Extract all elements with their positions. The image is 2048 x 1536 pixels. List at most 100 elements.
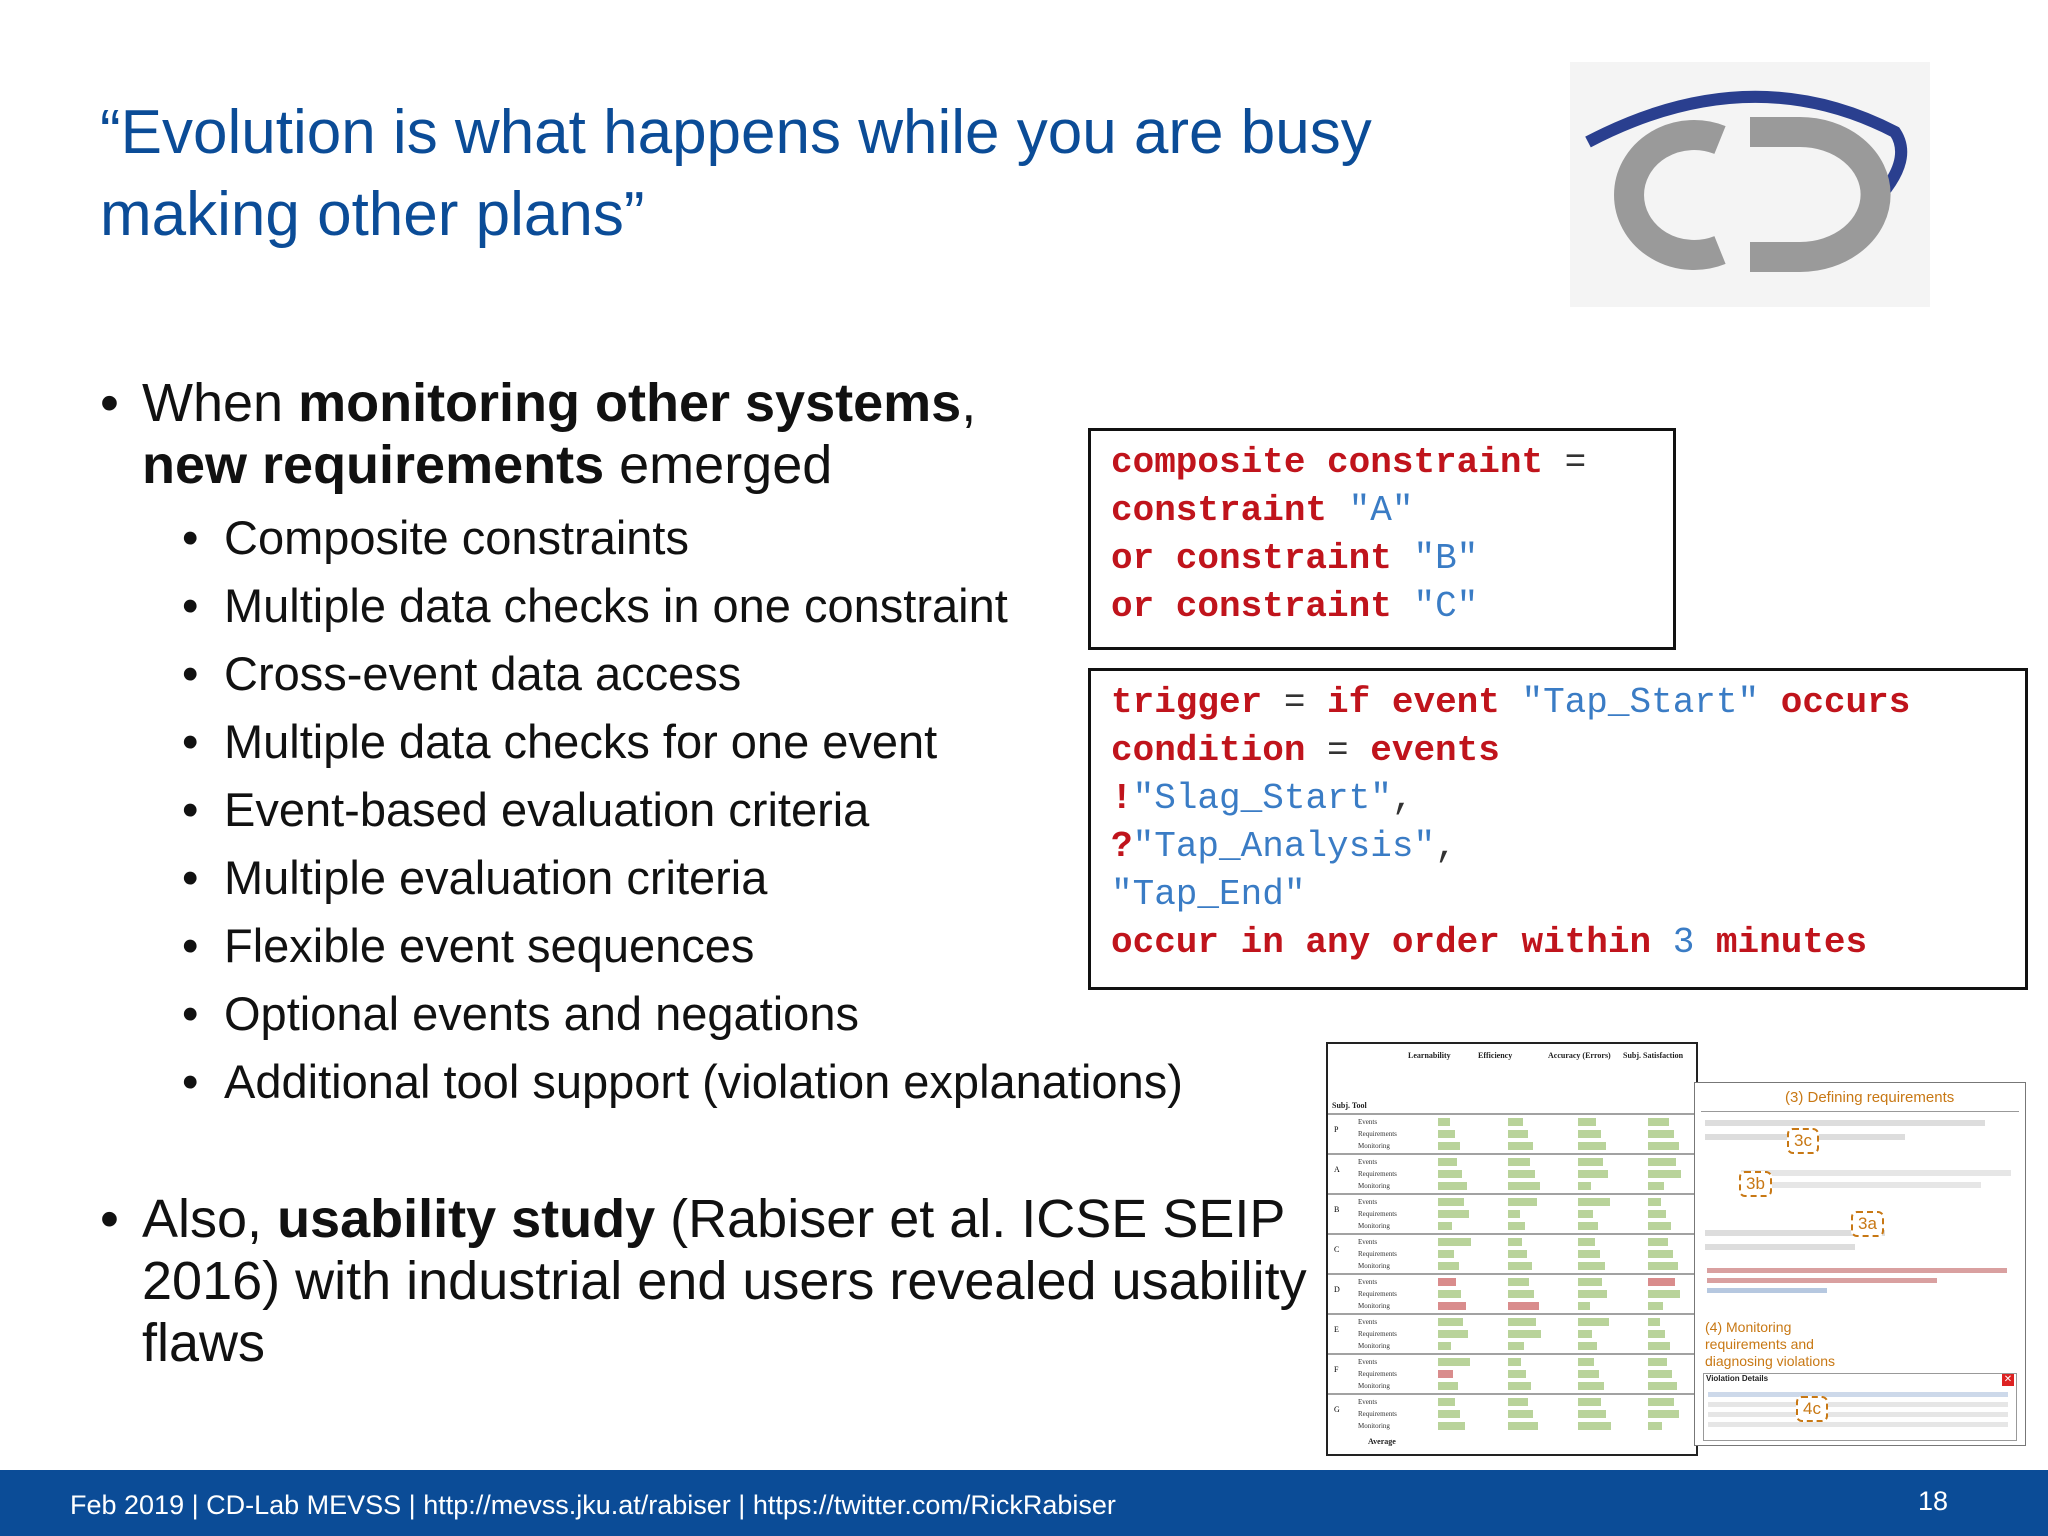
table-row-label: Events	[1358, 1358, 1377, 1366]
bullet-dot: •	[182, 715, 199, 768]
table-bar	[1438, 1130, 1455, 1138]
keyword: !	[1111, 778, 1133, 819]
cd-lab-logo	[1570, 62, 1930, 307]
table-bar	[1438, 1410, 1460, 1418]
table-bar	[1438, 1250, 1454, 1258]
results-table-graphic: Learnability Efficiency Accuracy (Errors…	[1328, 1051, 1696, 1446]
table-bar	[1578, 1370, 1599, 1378]
table-group-label: D	[1334, 1285, 1340, 1294]
table-row-label: Monitoring	[1358, 1422, 1390, 1430]
keyword: or constraint	[1111, 538, 1392, 579]
table-row-label: Requirements	[1358, 1410, 1397, 1418]
bold-text: usability study	[277, 1189, 656, 1249]
table-bar	[1508, 1370, 1526, 1378]
violation-row[interactable]	[1708, 1422, 2008, 1427]
close-icon[interactable]: ✕	[2002, 1374, 2014, 1386]
table-bar	[1648, 1130, 1674, 1138]
table-bar	[1648, 1330, 1665, 1338]
form-line	[1705, 1120, 1985, 1126]
table-bar	[1648, 1238, 1668, 1246]
sub-item: •Optional events and negations	[100, 980, 1320, 1048]
sub-item: •Flexible event sequences	[100, 912, 1320, 980]
sub-item-text: Flexible event sequences	[224, 919, 755, 972]
table-bar	[1648, 1222, 1671, 1230]
table-bar	[1508, 1142, 1533, 1150]
keyword: minutes	[1694, 922, 1868, 963]
violation-row[interactable]	[1708, 1412, 2008, 1417]
table-bar	[1508, 1382, 1531, 1390]
defining-requirements-heading: (3) Defining requirements	[1785, 1089, 1955, 1106]
table-bar	[1508, 1342, 1524, 1350]
table-row-label: Requirements	[1358, 1290, 1397, 1298]
main-bullet-list: • When monitoring other systems, new req…	[100, 372, 1320, 1116]
string: "A"	[1327, 490, 1414, 531]
sub-item-text: Multiple data checks in one constraint	[224, 579, 1008, 632]
table-row-label: Requirements	[1358, 1130, 1397, 1138]
violation-row[interactable]	[1708, 1392, 2008, 1397]
table-bar	[1438, 1290, 1461, 1298]
table-bar	[1578, 1330, 1592, 1338]
violation-row[interactable]	[1708, 1402, 2008, 1407]
table-bar	[1438, 1278, 1456, 1286]
table-bar	[1578, 1210, 1593, 1218]
table-bar	[1648, 1370, 1672, 1378]
table-bar	[1648, 1158, 1676, 1166]
table-bar	[1578, 1382, 1604, 1390]
table-header: Accuracy (Errors)	[1548, 1051, 1611, 1060]
sub-item-text: Composite constraints	[224, 511, 689, 564]
keyword: composite constraint	[1111, 442, 1544, 483]
composite-constraint-code-box: composite constraint = constraint "A" or…	[1088, 428, 1676, 650]
table-bar	[1648, 1342, 1670, 1350]
table-bar	[1438, 1318, 1463, 1326]
table-bar	[1578, 1238, 1595, 1246]
table-row-label: Monitoring	[1358, 1342, 1390, 1350]
table-bar	[1508, 1250, 1527, 1258]
table-row-label: Events	[1358, 1238, 1377, 1246]
table-bar	[1648, 1278, 1675, 1286]
table-bar	[1438, 1370, 1453, 1378]
sub-item: •Composite constraints	[100, 504, 1320, 572]
keyword: condition	[1111, 730, 1306, 771]
callout-tag: 4c	[1796, 1396, 1828, 1422]
keyword: constraint	[1111, 490, 1328, 531]
table-bar	[1508, 1182, 1540, 1190]
violation-details-title: Violation Details	[1706, 1374, 1769, 1383]
string: "Tap_Start"	[1499, 682, 1760, 723]
bold-text: monitoring other systems	[298, 373, 962, 433]
table-bar	[1438, 1302, 1466, 1310]
table-bar	[1578, 1130, 1601, 1138]
table-row-label: Events	[1358, 1278, 1377, 1286]
table-bar	[1578, 1170, 1608, 1178]
form-line	[1705, 1230, 1885, 1236]
table-group-label: P	[1334, 1125, 1339, 1134]
code-line	[1707, 1288, 1827, 1293]
violation-details-panel: Violation Details ✕ 4c	[1703, 1373, 2017, 1441]
table-bar	[1648, 1290, 1680, 1298]
table-bar	[1648, 1118, 1669, 1126]
table-bar	[1438, 1198, 1464, 1206]
table-row-label: Events	[1358, 1118, 1377, 1126]
table-bar	[1578, 1422, 1611, 1430]
table-bar	[1508, 1238, 1522, 1246]
table-row-label: Events	[1358, 1318, 1377, 1326]
table-bar	[1508, 1130, 1528, 1138]
table-bar	[1508, 1302, 1539, 1310]
keyword: events	[1370, 730, 1500, 771]
table-bar	[1578, 1358, 1594, 1366]
table-bar	[1578, 1118, 1596, 1126]
bullet-dot: •	[182, 783, 199, 836]
table-bar	[1508, 1170, 1535, 1178]
table-bar	[1578, 1198, 1610, 1206]
table-bar	[1508, 1422, 1538, 1430]
table-bar	[1578, 1262, 1605, 1270]
table-bar	[1648, 1262, 1678, 1270]
table-bar	[1438, 1142, 1460, 1150]
table-bar	[1508, 1210, 1520, 1218]
string: "Tap_End"	[1111, 874, 1306, 915]
table-bar	[1508, 1318, 1536, 1326]
table-bar	[1508, 1222, 1525, 1230]
operator: =	[1262, 682, 1328, 723]
sub-item: •Multiple data checks in one constraint	[100, 572, 1320, 640]
bullet-dot: •	[182, 647, 199, 700]
callout-tag: 3a	[1851, 1211, 1884, 1237]
